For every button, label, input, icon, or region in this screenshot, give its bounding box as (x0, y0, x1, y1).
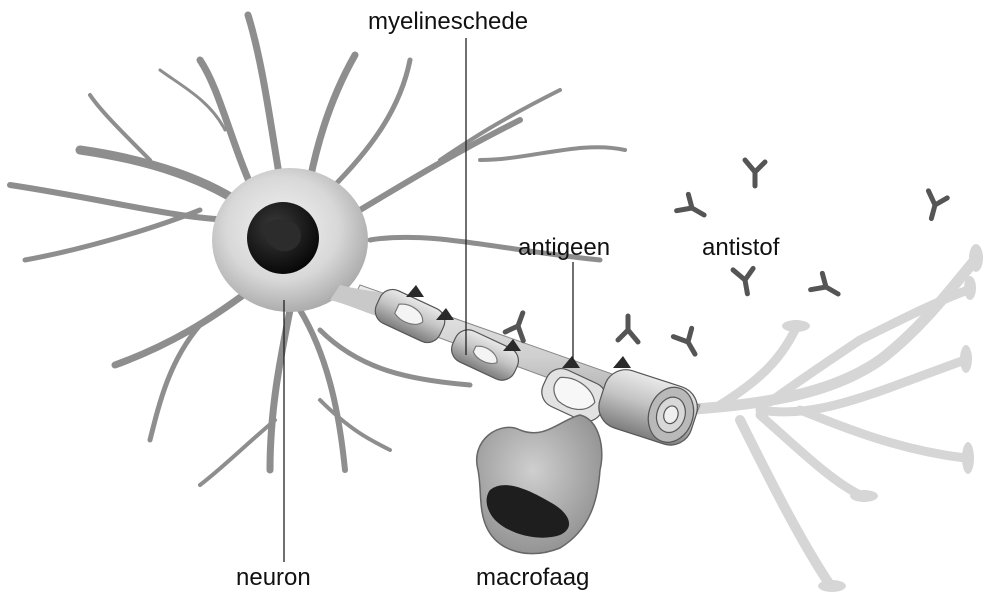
label-myelin-sheath: myelineschede (368, 10, 528, 34)
antibody (504, 309, 532, 340)
label-antibody: antistof (702, 236, 779, 260)
nucleus (247, 202, 319, 274)
myelin-segment-end (593, 364, 703, 451)
label-neuron: neuron (236, 566, 311, 590)
antibody (673, 327, 703, 360)
axon-terminals (680, 260, 975, 585)
label-antigen: antigeen (518, 236, 610, 260)
antibody (811, 272, 844, 302)
antigen-marker (406, 285, 424, 297)
label-macrophage: macrofaag (476, 566, 589, 590)
antibody (745, 160, 765, 186)
antibody (618, 316, 638, 342)
antibody (922, 191, 948, 221)
antigen-marker (613, 356, 631, 368)
antibody (733, 266, 757, 295)
macrophage (477, 415, 602, 554)
antibody (677, 193, 710, 223)
